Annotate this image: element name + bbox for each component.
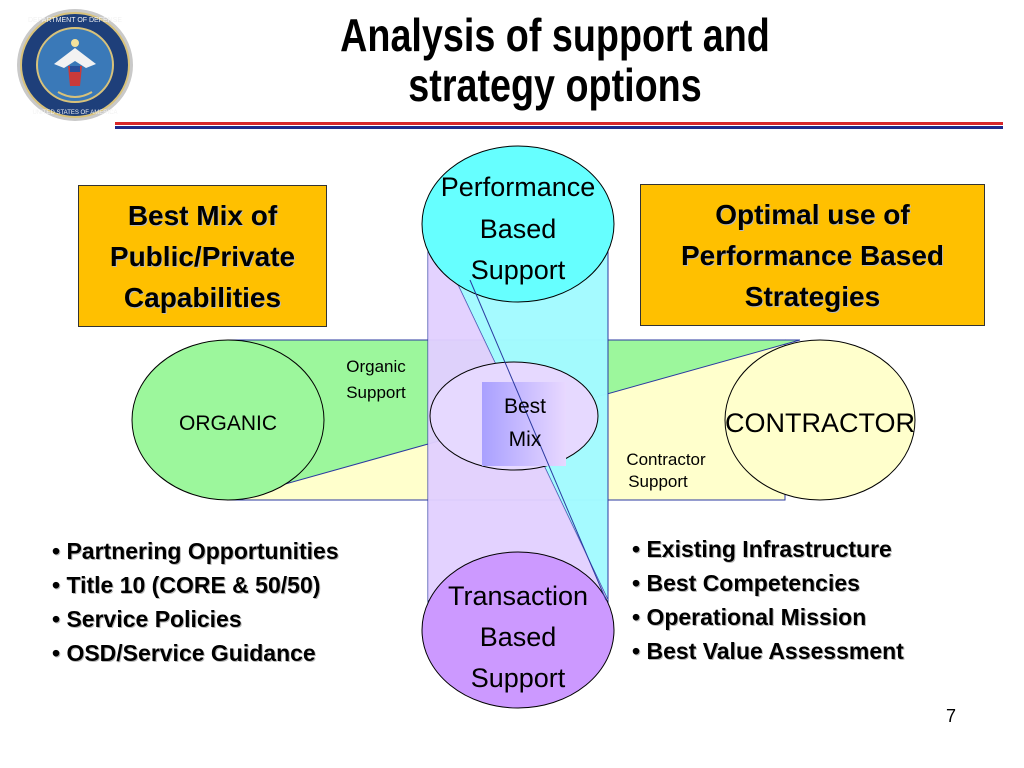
callout-optimal-use: Optimal use of Performance Based Strateg… [640,184,985,326]
contractor-label: CONTRACTOR [725,408,915,438]
callout-best-mix: Best Mix of Public/Private Capabilities [78,185,327,327]
vertical-divider [469,279,607,601]
organic-bullet-list: • Partnering Opportunities • Title 10 (C… [52,534,339,670]
contractor-support-line-1: Contractor [626,450,706,469]
list-item: • Existing Infrastructure [632,536,892,562]
transaction-line-2: Based [480,622,557,652]
svg-text:UNITED STATES OF AMERICA: UNITED STATES OF AMERICA [32,110,117,116]
contractor-bullet-list: • Existing Infrastructure • Best Compete… [632,532,904,668]
transaction-circle [421,551,615,709]
best-mix-line-2: Mix [509,428,542,451]
list-item: • Title 10 (CORE & 50/50) [52,572,321,598]
performance-line-3: Support [471,255,566,285]
performance-circle [421,145,615,303]
transaction-line-3: Support [471,663,566,693]
list-item: • Partnering Opportunities [52,538,339,564]
page-number: 7 [946,706,957,726]
dod-seal-icon: DEPARTMENT OF DEFENSE UNITED STATES OF A… [17,9,133,121]
performance-line-1: Performance [441,172,596,202]
callout-left-line-1: Best Mix of [127,199,278,231]
organic-support-line-1: Organic [346,357,406,376]
contractor-circle [724,339,916,501]
list-item: • OSD/Service Guidance [52,640,316,666]
callout-right-line-2: Performance Based [680,239,944,271]
best-mix-line-1: Best [504,395,546,418]
callout-right-line-3: Strategies [744,280,881,312]
list-item: • Best Competencies [632,570,860,596]
contractor-support-line-2: Support [628,472,688,491]
callout-right-line-1: Optimal use of [715,198,910,230]
list-item: • Service Policies [52,606,242,632]
title-rule-red [115,122,1003,125]
title-line-2: strategy options [408,59,702,111]
organic-circle [131,339,325,501]
slide-title: Analysis of support and strategy options [289,10,822,110]
list-item: • Best Value Assessment [632,638,904,664]
svg-text:DEPARTMENT OF DEFENSE: DEPARTMENT OF DEFENSE [28,17,122,24]
best-mix-gradient [482,382,566,466]
transaction-line-1: Transaction [448,581,588,611]
performance-line-2: Based [480,214,557,244]
organic-label: ORGANIC [179,412,277,435]
callout-left-line-3: Capabilities [123,281,282,313]
title-line-1: Analysis of support and [340,9,770,61]
list-item: • Operational Mission [632,604,867,630]
organic-support-line-2: Support [346,383,406,402]
callout-left-line-2: Public/Private [109,240,296,272]
title-rule-blue [115,126,1003,129]
